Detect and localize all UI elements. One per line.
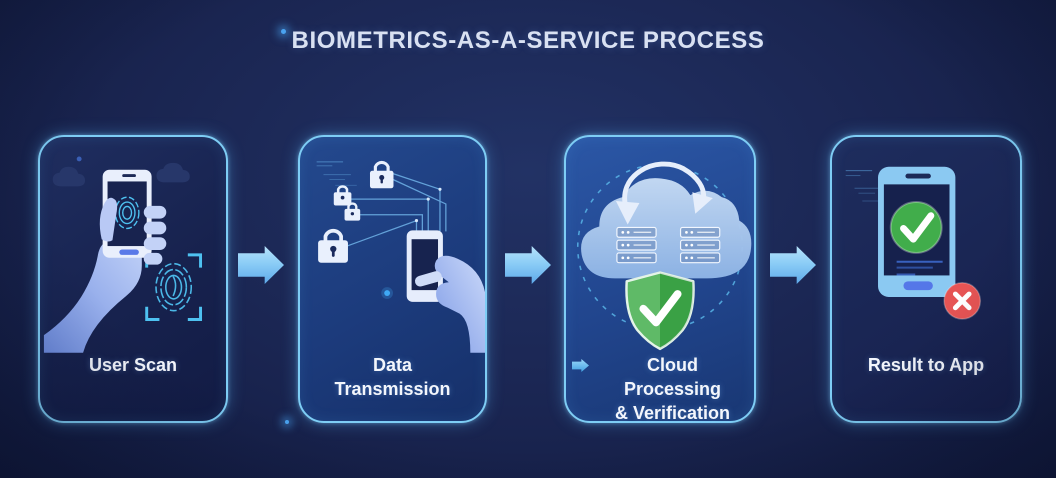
decorative-glow-dot <box>285 420 289 424</box>
decorative-glow-dot <box>281 29 286 34</box>
step-label: Result to App <box>838 353 1014 377</box>
finger-shape <box>414 271 442 287</box>
hand-holding-phone-fingerprint-scan-icon <box>43 156 203 353</box>
step-label-line: Cloud Processing <box>623 355 722 399</box>
step-label: Data Transmission <box>306 353 479 401</box>
page-title: BIOMETRICS-AS-A-SERVICE PROCESS <box>291 27 765 54</box>
step-card-result-to-app: Result to App <box>830 135 1022 423</box>
right-block-arrow-icon <box>238 246 284 284</box>
padlock-icons <box>318 160 394 263</box>
screen-text-lines <box>896 260 943 276</box>
glow-dot <box>381 287 393 299</box>
hand-arm-shape <box>43 234 142 353</box>
step-label-line: Data <box>372 355 412 375</box>
decorative-data-text <box>316 161 357 186</box>
thumb-shape <box>99 197 118 242</box>
encrypted-padlocks-to-phone-icon <box>316 160 485 353</box>
step-label: Cloud Processing & Verification <box>572 353 748 425</box>
finger-shapes <box>143 205 167 265</box>
right-block-arrow-icon <box>770 246 816 284</box>
shield-check-icon <box>625 271 695 351</box>
step-label-line: & Verification <box>614 403 731 423</box>
step-card-data-transmission: Data Transmission <box>298 135 487 423</box>
hand-shape <box>434 255 485 353</box>
phone-success-check-error-cross-icon <box>845 166 982 320</box>
step-label-line: Transmission <box>334 379 451 399</box>
server-racks-icon <box>616 226 721 264</box>
right-block-arrow-icon <box>505 246 551 284</box>
step-label: User Scan <box>46 353 220 377</box>
step-card-user-scan: User Scan <box>38 135 228 423</box>
cloud-shape <box>581 178 752 279</box>
step-card-cloud-processing: Cloud Processing & Verification <box>564 135 756 423</box>
success-check-icon <box>889 201 943 254</box>
cloud-servers-shield-check-icon <box>576 161 752 351</box>
smartphone-icon <box>102 169 152 258</box>
step-label-line: User Scan <box>88 355 178 375</box>
step-label-line: Result to App <box>867 355 985 375</box>
error-cross-icon <box>943 282 982 320</box>
sync-arrows-icon <box>615 161 713 225</box>
arrow-bullet-icon <box>572 359 589 372</box>
circuit-nodes <box>414 187 442 223</box>
background-clouds <box>52 156 190 187</box>
